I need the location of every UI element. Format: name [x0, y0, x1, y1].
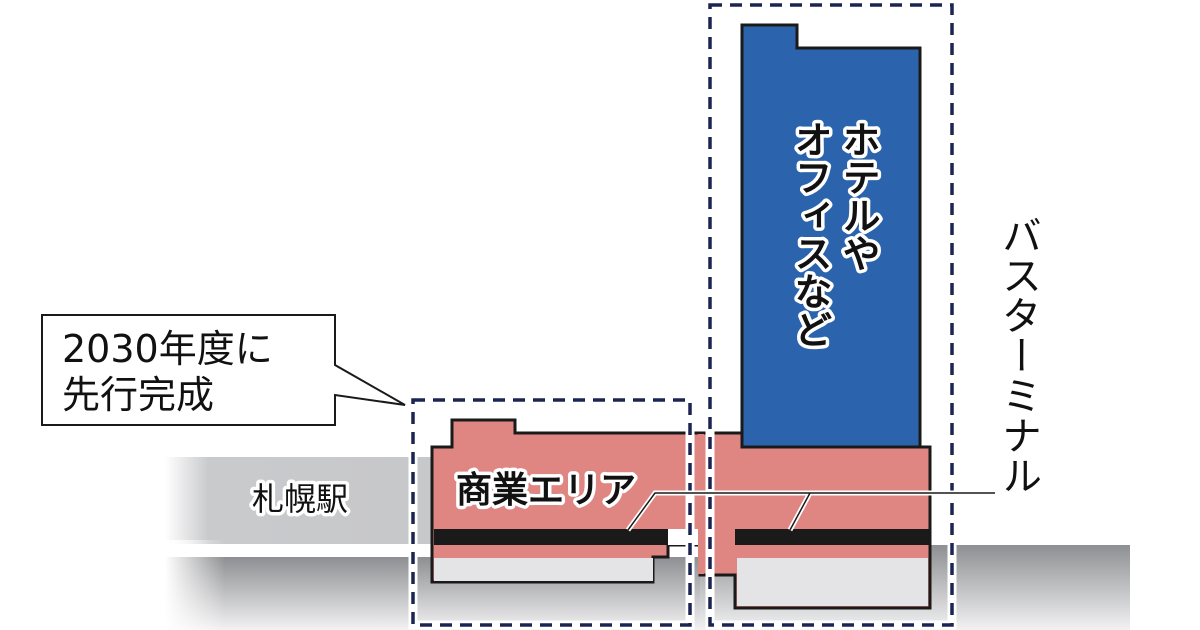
bus-terminal-label: バスターミナル [995, 215, 1041, 495]
tower-label-line1: ホテルや [836, 120, 880, 272]
phase1-dashed-box [411, 398, 692, 627]
tower-dashed-box [708, 3, 954, 627]
callout-line1: 2030年度に [62, 327, 273, 371]
sapporo-station-label: 札幌駅 [252, 480, 348, 518]
floor-bar-right [735, 529, 930, 545]
podium-join [698, 434, 704, 574]
tower [740, 23, 922, 449]
basement-right [737, 558, 928, 606]
basement-left [434, 558, 653, 581]
tower-label-line2: オフィスなど [788, 120, 832, 348]
callout-box [41, 314, 406, 426]
bus-terminal-leader [625, 490, 995, 532]
ground-fade [165, 540, 225, 630]
callout-line2: 先行完成 [62, 373, 214, 417]
commercial-area-label: 商業エリア [456, 470, 636, 511]
floor-bar-left [434, 529, 668, 545]
